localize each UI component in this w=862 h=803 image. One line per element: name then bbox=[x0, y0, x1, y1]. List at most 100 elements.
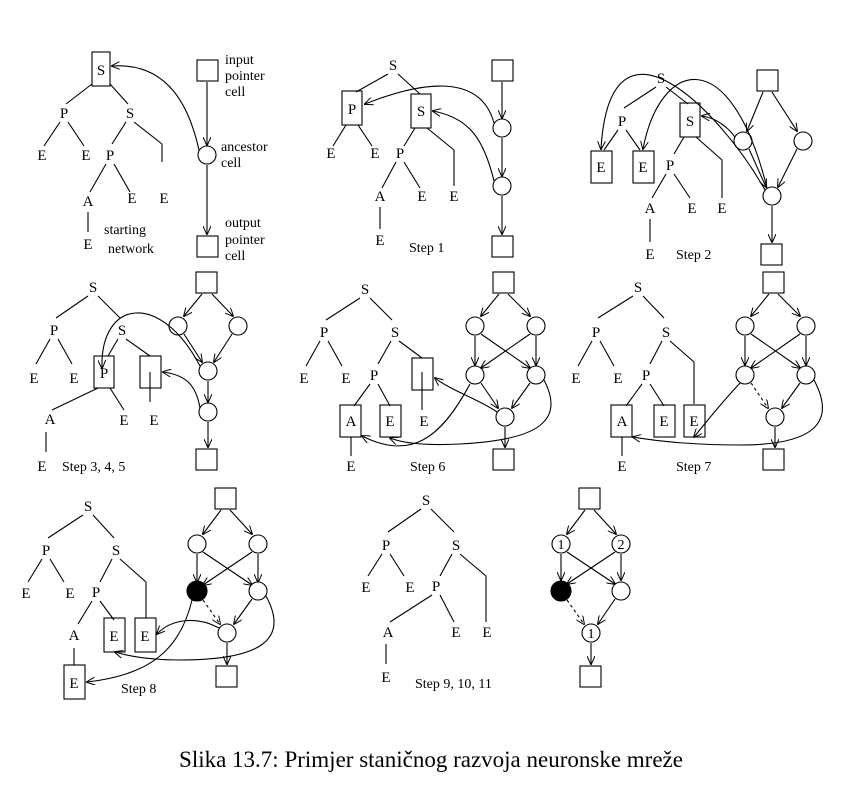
cell bbox=[187, 534, 207, 554]
input-pointer-cell bbox=[195, 271, 218, 294]
node-E: E bbox=[83, 237, 92, 253]
node-A: A bbox=[69, 628, 80, 644]
input-pointer-cell bbox=[491, 59, 514, 82]
output-pointer-cell bbox=[491, 235, 514, 258]
label-cell: cell bbox=[225, 85, 245, 100]
label-input: input bbox=[225, 53, 254, 68]
cell bbox=[492, 176, 512, 196]
box-P bbox=[93, 355, 115, 389]
node-S: S bbox=[389, 58, 397, 74]
output-pointer-cell bbox=[492, 448, 515, 471]
input-pointer-cell bbox=[492, 271, 515, 294]
cell bbox=[735, 316, 755, 336]
node-E: E bbox=[405, 580, 414, 596]
node-E: E bbox=[29, 371, 38, 387]
cell bbox=[198, 402, 218, 422]
node-P: P bbox=[60, 106, 68, 122]
node-P: P bbox=[432, 579, 440, 595]
node-A: A bbox=[383, 625, 394, 641]
step-label: Step 2 bbox=[676, 248, 711, 263]
label-cell: cell bbox=[221, 156, 241, 171]
cell bbox=[495, 407, 515, 427]
node-E: E bbox=[617, 459, 626, 475]
node-S: S bbox=[361, 282, 369, 298]
panel-step-9-10-11: S P S E E P A E E E Step 9, 10, 11 1 2 bbox=[361, 487, 631, 692]
node-A: A bbox=[617, 414, 628, 430]
input-pointer-cell bbox=[578, 487, 601, 510]
cell bbox=[765, 407, 785, 427]
node-P: P bbox=[320, 325, 328, 341]
node-S: S bbox=[634, 280, 642, 296]
cell bbox=[465, 316, 485, 336]
input-pointer-cell bbox=[214, 487, 237, 510]
step-label: Step 6 bbox=[410, 460, 445, 475]
label-pointer: pointer bbox=[225, 233, 265, 248]
node-E: E bbox=[37, 459, 46, 475]
cell-number: 1 bbox=[558, 538, 565, 553]
label-pointer: pointer bbox=[225, 69, 265, 84]
node-P: P bbox=[42, 543, 50, 559]
node-P: P bbox=[592, 325, 600, 341]
box-E bbox=[63, 664, 86, 700]
node-E: E bbox=[645, 247, 654, 263]
step-label: Step 8 bbox=[121, 682, 156, 697]
node-S: S bbox=[417, 104, 425, 120]
node-E: E bbox=[140, 629, 149, 645]
node-S: S bbox=[686, 114, 694, 130]
node-E: E bbox=[571, 371, 580, 387]
node-E: E bbox=[119, 413, 128, 429]
label-cell: cell bbox=[225, 249, 245, 264]
label-network: network bbox=[108, 242, 154, 257]
node-E: E bbox=[449, 189, 458, 205]
input-pointer-cell bbox=[762, 271, 785, 294]
node-A: A bbox=[375, 189, 386, 205]
node-S: S bbox=[391, 325, 399, 341]
node-P: P bbox=[666, 158, 674, 174]
cell bbox=[762, 186, 782, 206]
cell bbox=[526, 365, 546, 385]
cell-1 bbox=[551, 534, 571, 554]
node-S: S bbox=[422, 493, 430, 509]
node-A: A bbox=[645, 201, 656, 217]
node-E: E bbox=[81, 148, 90, 164]
node-E: E bbox=[361, 580, 370, 596]
node-E: E bbox=[417, 189, 426, 205]
node-S: S bbox=[662, 325, 670, 341]
cell bbox=[168, 316, 188, 336]
node-E: E bbox=[419, 414, 428, 430]
panel-step-2: S P S E E P A E E E Step 2 bbox=[590, 69, 813, 266]
black-cell bbox=[550, 580, 572, 602]
node-P: P bbox=[370, 368, 378, 384]
node-E: E bbox=[159, 191, 168, 207]
label-ancestor: ancestor bbox=[221, 140, 268, 155]
node-S: S bbox=[452, 538, 460, 554]
node-E: E bbox=[341, 371, 350, 387]
input-pointer-cell bbox=[196, 59, 219, 82]
node-E: E bbox=[149, 413, 158, 429]
output-pointer-cell bbox=[760, 243, 783, 266]
box-S bbox=[91, 51, 111, 87]
box-E bbox=[590, 150, 613, 184]
node-E: E bbox=[375, 233, 384, 249]
cell bbox=[796, 365, 816, 385]
node-E: E bbox=[451, 625, 460, 641]
step-label: Step 3, 4, 5 bbox=[62, 460, 125, 475]
node-E: E bbox=[127, 191, 136, 207]
cell-number: 2 bbox=[618, 538, 625, 553]
ancestor-cell bbox=[197, 145, 217, 165]
node-E: E bbox=[346, 459, 355, 475]
step-label: Step 9, 10, 11 bbox=[415, 677, 492, 692]
panel-step-6: S P S E E P A E E E Step 6 bbox=[299, 271, 552, 475]
box-E bbox=[632, 150, 655, 184]
node-S: S bbox=[84, 499, 92, 515]
node-E: E bbox=[65, 586, 74, 602]
node-S: S bbox=[118, 323, 126, 339]
cell bbox=[526, 316, 546, 336]
node-E: E bbox=[613, 371, 622, 387]
step-label: Step 1 bbox=[409, 241, 444, 256]
cell-number: 1 bbox=[588, 627, 595, 642]
cell bbox=[796, 316, 816, 336]
panel-step-1: S P S E E P A E E E Step 1 bbox=[326, 58, 514, 258]
node-A: A bbox=[83, 194, 94, 210]
